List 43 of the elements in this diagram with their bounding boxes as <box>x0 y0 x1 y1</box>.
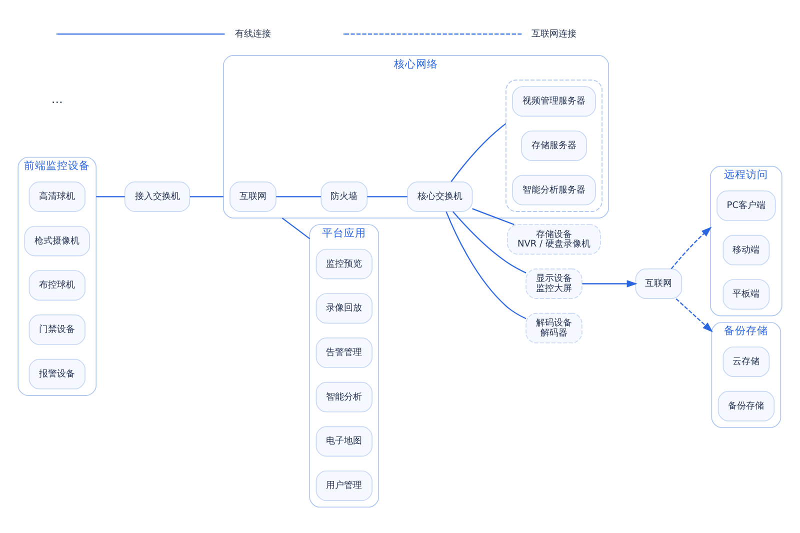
node-box: 枪式摄像机 <box>24 226 90 256</box>
node-box: 接入交换机 <box>124 182 190 212</box>
node-box: 录像回放 <box>316 293 372 324</box>
node-box: 高清球机 <box>28 182 86 212</box>
node-box: 显示设备 监控大屏 <box>526 268 582 299</box>
node-box: 移动端 <box>722 234 770 266</box>
node-box: 监控预览 <box>316 248 372 280</box>
node-box: 电子地图 <box>316 426 372 457</box>
connector <box>472 208 514 226</box>
node-box: PC客户端 <box>716 190 776 221</box>
connector <box>276 196 321 198</box>
node-box: 报警设备 <box>28 358 86 390</box>
node-box: 存储设备 NVR / 硬盘录像机 <box>507 224 601 255</box>
legend-label: 互联网连接 <box>531 29 576 40</box>
node-box: 云存储 <box>722 346 770 377</box>
arrow <box>676 298 713 332</box>
node-box: 平板端 <box>722 279 770 310</box>
node-box: 防火墙 <box>320 182 368 212</box>
connector <box>446 211 526 320</box>
node-box: 互联网 <box>230 182 276 212</box>
node-box: 门禁设备 <box>28 314 86 345</box>
arrow <box>670 226 712 270</box>
node-box: 智能分析 <box>316 382 372 412</box>
node-box: 智能分析服务器 <box>512 174 596 206</box>
node-box: 互联网 <box>635 268 682 299</box>
node-box: 布控球机 <box>28 270 86 301</box>
arrow <box>582 280 638 288</box>
node-box: 存储服务器 <box>521 130 587 161</box>
node-box: 告警管理 <box>316 338 372 368</box>
node-box: 用户管理 <box>316 470 372 501</box>
cluster <box>506 80 602 212</box>
node-box: 解码设备 解码器 <box>526 312 582 344</box>
node-box: 视频管理服务器 <box>512 86 596 117</box>
connector <box>190 196 224 198</box>
connector <box>452 211 526 274</box>
connector <box>367 196 408 198</box>
label: … <box>51 92 63 106</box>
connector <box>450 123 506 182</box>
connector <box>96 196 125 198</box>
connector <box>282 218 310 240</box>
node-box: 核心交换机 <box>406 182 473 212</box>
node-box: 备份存储 <box>718 390 775 422</box>
legend-label: 有线连接 <box>234 29 271 40</box>
